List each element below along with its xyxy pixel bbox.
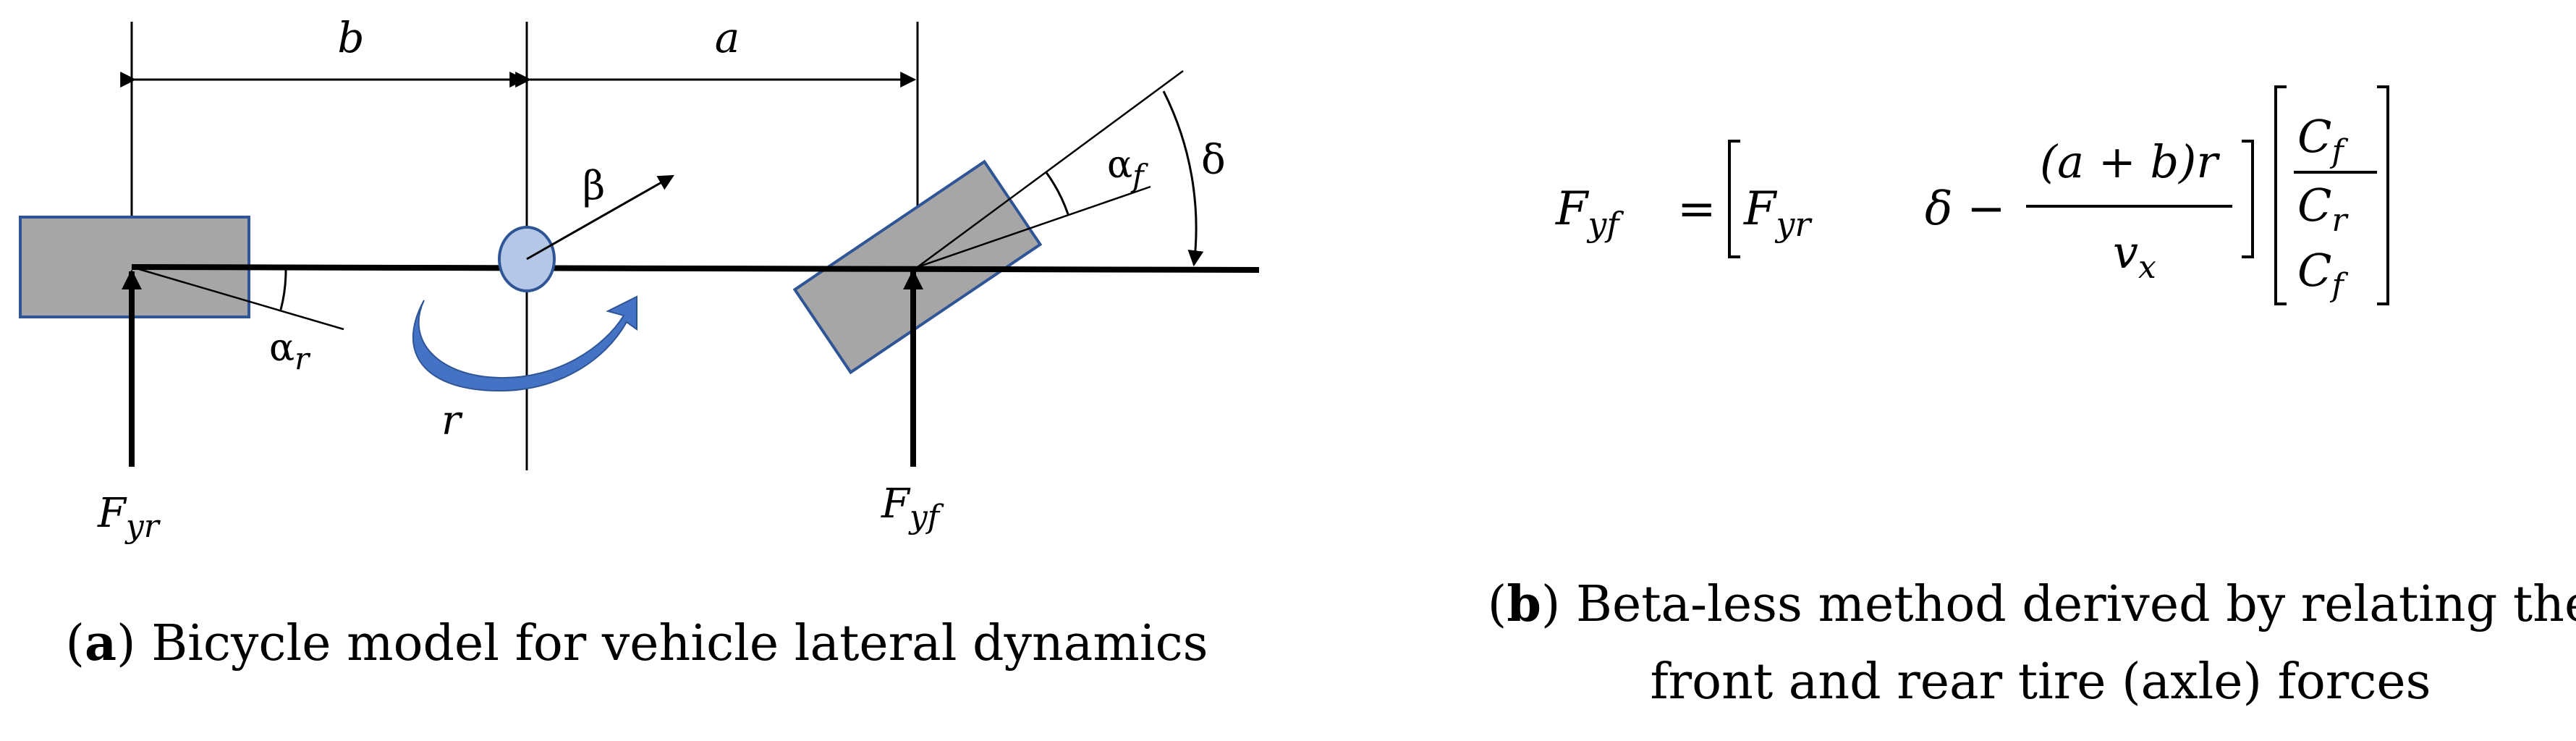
- label-alpha-r: αr: [269, 326, 311, 376]
- label-fyf: Fyf: [881, 480, 944, 535]
- equation-lhs: Fyf: [1555, 182, 1624, 244]
- rear-velocity-line: [131, 266, 344, 331]
- panel-a: b a αr αf δ β r F: [19, 13, 1260, 672]
- column-entry-1: Cf: [2297, 110, 2348, 170]
- label-r: r: [441, 397, 463, 444]
- row-entry-delta: δ: [1925, 182, 1953, 236]
- alpha-f-arc: [1044, 171, 1069, 215]
- label-alpha-f: αf: [1107, 143, 1148, 193]
- column-bracket-left: [2274, 85, 2287, 305]
- front-velocity-line: [917, 185, 1151, 268]
- caption-a: (a) Bicycle model for vehicle lateral dy…: [65, 614, 1208, 672]
- delta-arc: [1162, 90, 1204, 267]
- label-b: b: [337, 13, 364, 62]
- label-delta: δ: [1201, 137, 1226, 184]
- row-bracket-left: [1728, 140, 1740, 258]
- fraction-denominator: vx: [2113, 226, 2156, 286]
- column-entry-3: Cf: [2297, 244, 2348, 304]
- column-entry-2: Cr: [2297, 179, 2349, 239]
- caption-b-line2: front and rear tire (axle) forces: [1650, 653, 2431, 711]
- column-bracket-right: [2377, 85, 2389, 305]
- label-a: a: [715, 13, 740, 62]
- steering-line: [917, 69, 1184, 268]
- alpha-r-arc: [279, 268, 287, 310]
- row-bracket-right: [2242, 140, 2254, 258]
- label-beta: β: [582, 163, 605, 208]
- panel-b: Fyf = Fyr δ − (a + b)r vx Cf Cr Cf (b) B…: [1488, 85, 2576, 711]
- caption-b-line1: (b) Beta-less method derived by relating…: [1488, 575, 2576, 633]
- beta-velocity-arrow: [526, 174, 674, 261]
- fraction-numerator: (a + b)r: [2040, 135, 2220, 188]
- row-entry-fyr: Fyr: [1743, 182, 1813, 244]
- yaw-rate-arrow: [412, 295, 637, 392]
- label-fyr: Fyr: [97, 490, 161, 545]
- vehicle-body-line: [131, 264, 1260, 273]
- equation-minus: −: [1967, 182, 2006, 236]
- equation-equals: =: [1677, 182, 1716, 236]
